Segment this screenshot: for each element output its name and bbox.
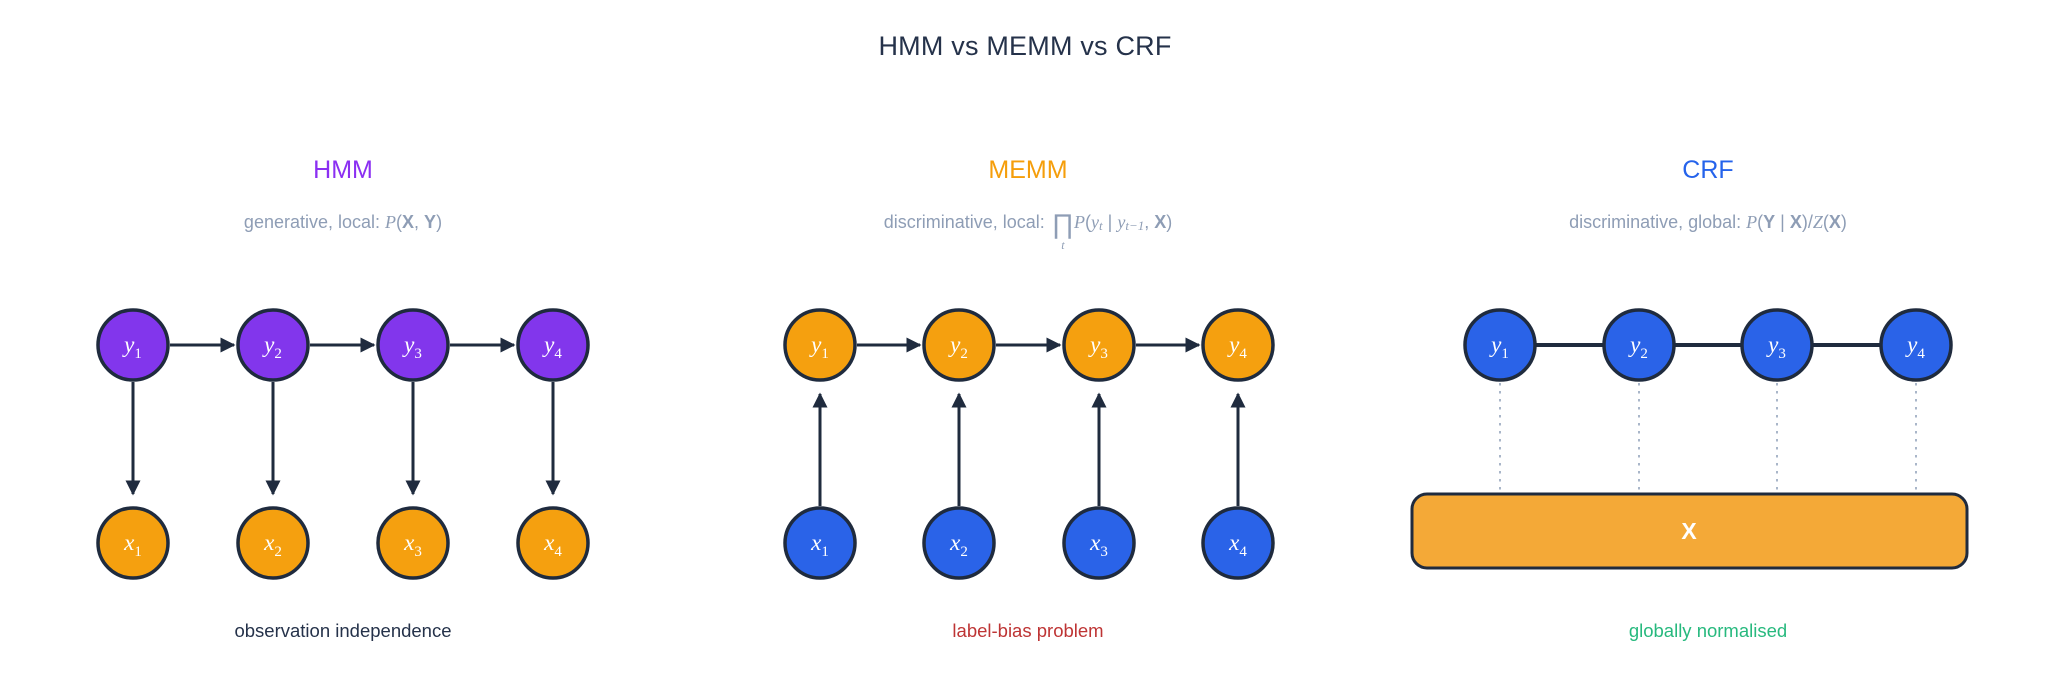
hmm-y4-label: y4 — [542, 332, 562, 362]
crf-formula-Y: Y — [1763, 211, 1776, 232]
hmm-graph: y1 y2 y3 y4 x1 x2 x3 x4 — [96, 308, 590, 580]
hmm-y3-label: y3 — [402, 332, 422, 362]
hmm-x1-node — [96, 506, 170, 580]
hmm-x2-node — [236, 506, 310, 580]
hmm-x4-node — [516, 506, 590, 580]
memm-x4-label: x4 — [1228, 530, 1247, 560]
memm-formula-comma: , — [1144, 211, 1155, 232]
crf-formula-close1: ) — [1801, 211, 1808, 232]
memm-header: MEMM — [988, 156, 1068, 184]
memm-x1-node — [783, 506, 857, 580]
memm-formula-close: ) — [1166, 211, 1173, 232]
hmm-y1-label: y1 — [122, 332, 142, 362]
hmm-formula-comma: , — [414, 211, 425, 232]
crf-formula-close2: ) — [1840, 211, 1847, 232]
hmm-x4-label: x4 — [543, 530, 562, 560]
hmm-caption: observation independence — [234, 620, 452, 641]
crf-formula-X2: X — [1828, 211, 1841, 232]
memm-x4-node — [1201, 506, 1275, 580]
memm-formula-product-index: t — [1061, 238, 1065, 252]
memm-y2-node — [922, 308, 996, 382]
crf-formula-open1: ( — [1757, 211, 1764, 232]
diagram-title: HMM vs MEMM vs CRF — [878, 31, 1172, 61]
crf-y4-label: y4 — [1905, 332, 1925, 362]
memm-formula-product: ∏t — [1052, 211, 1074, 253]
hmm-y2-label: y2 — [262, 332, 282, 362]
memm-formula-yt1: y — [1117, 211, 1126, 232]
crf-header: CRF — [1682, 156, 1734, 184]
hmm-x2-label: x2 — [263, 530, 282, 560]
memm-formula-product-symbol: ∏ — [1051, 209, 1075, 239]
hmm-subtitle-prefix: generative, local: — [243, 211, 386, 232]
hmm-subtitle: generative, local: P(X, Y) — [244, 198, 442, 246]
hmm-formula-P: P — [385, 211, 397, 232]
memm-x2-node — [922, 506, 996, 580]
memm-y2-label: y2 — [948, 332, 968, 362]
hmm-x1-label: x1 — [123, 530, 142, 560]
memm-caption: label-bias problem — [952, 620, 1104, 641]
crf-graph: y1 y2 y3 y4 X — [1410, 308, 1969, 570]
memm-y4-label: y4 — [1227, 332, 1247, 362]
hmm-y1-node — [96, 308, 170, 382]
hmm-y2-node — [236, 308, 310, 382]
memm-formula-P: P — [1074, 211, 1086, 232]
memm-y1-label: y1 — [809, 332, 829, 362]
hmm-formula-open: ( — [396, 211, 403, 232]
hmm-y3-node — [376, 308, 450, 382]
hmm-header: HMM — [313, 156, 373, 184]
crf-y3-label: y3 — [1766, 332, 1786, 362]
memm-x1-label: x1 — [810, 530, 829, 560]
crf-formula-open2: ( — [1822, 211, 1829, 232]
memm-y4-node — [1201, 308, 1275, 382]
memm-formula-open: ( — [1085, 211, 1092, 232]
crf-formula-P: P — [1746, 211, 1758, 232]
crf-y2-label: y2 — [1628, 332, 1648, 362]
crf-y1-label: y1 — [1489, 332, 1509, 362]
memm-y3-label: y3 — [1088, 332, 1108, 362]
memm-x3-node — [1062, 506, 1136, 580]
hmm-y4-node — [516, 308, 590, 382]
memm-graph: y1 y2 y3 y4 x1 x2 x3 x4 — [783, 308, 1275, 580]
memm-formula-X: X — [1154, 211, 1167, 232]
hmm-formula-close: ) — [436, 211, 443, 232]
memm-y1-node — [783, 308, 857, 382]
memm-formula-yt-sub: t — [1099, 218, 1103, 233]
hmm-x3-label: x3 — [403, 530, 422, 560]
crf-formula-bar: | — [1775, 211, 1790, 232]
hmm-x3-node — [376, 506, 450, 580]
hmm-formula-Y: Y — [424, 211, 437, 232]
crf-formula-X1: X — [1789, 211, 1802, 232]
memm-formula-yt1-sub: t−1 — [1125, 218, 1145, 233]
crf-y2-node — [1602, 308, 1676, 382]
memm-x3-label: x3 — [1089, 530, 1108, 560]
crf-y4-node — [1879, 308, 1953, 382]
crf-y1-node — [1463, 308, 1537, 382]
hmm-formula-X: X — [402, 211, 415, 232]
memm-formula-bar: | — [1102, 211, 1118, 232]
crf-x-box-label: X — [1681, 518, 1697, 544]
crf-y3-node — [1740, 308, 1814, 382]
crf-formula-slash: / — [1807, 211, 1813, 232]
memm-x2-label: x2 — [949, 530, 968, 560]
memm-subtitle-prefix: discriminative, local: — [883, 211, 1050, 232]
crf-formula-Z: Z — [1812, 211, 1823, 232]
crf-x-box — [1410, 492, 1969, 570]
crf-subtitle: discriminative, global: P(Y | X)/Z(X) — [1569, 198, 1847, 246]
crf-subtitle-prefix: discriminative, global: — [1569, 211, 1747, 232]
memm-y3-node — [1062, 308, 1136, 382]
memm-formula-yt: y — [1091, 211, 1100, 232]
crf-caption: globally normalised — [1628, 620, 1788, 641]
